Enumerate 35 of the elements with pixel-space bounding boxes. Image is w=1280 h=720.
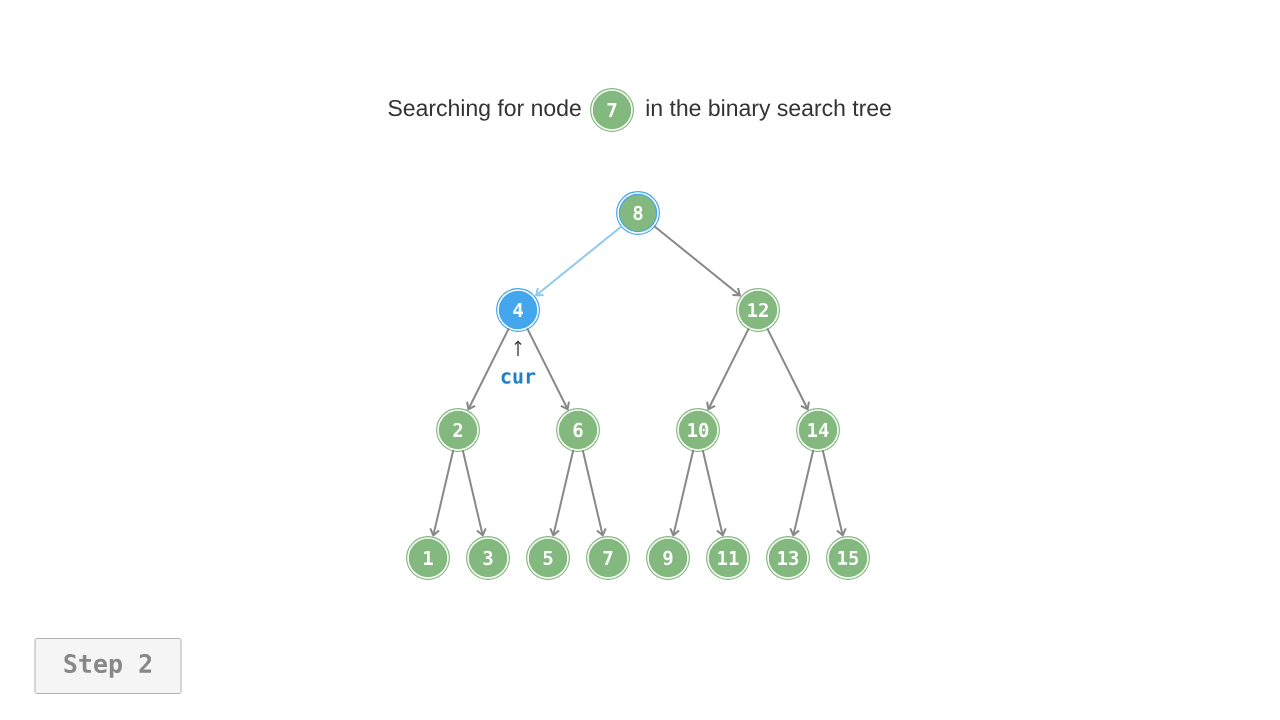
arrow — [461, 449, 487, 537]
tree-node: 11 — [706, 536, 750, 580]
tree-node: 2 — [436, 408, 480, 452]
arrow — [549, 449, 575, 537]
pointer-arrow — [514, 340, 522, 357]
arrow — [581, 449, 607, 537]
tree-node: 7 — [586, 536, 630, 580]
tree-node: 13 — [766, 536, 810, 580]
arrow — [766, 327, 810, 411]
tree-node: 7 — [590, 88, 634, 132]
arrow — [466, 327, 510, 411]
arrow — [669, 449, 695, 537]
title-text: in the binary search tree — [646, 99, 891, 121]
pointer-label: cur — [501, 372, 536, 384]
arrow — [653, 224, 742, 297]
arrow — [706, 327, 750, 411]
tree-node: 10 — [676, 408, 720, 452]
arrow — [526, 327, 570, 411]
tree-node: 9 — [646, 536, 690, 580]
step-box: Step 2 — [34, 638, 182, 694]
tree-node: 3 — [466, 536, 510, 580]
arrow — [789, 449, 815, 537]
tree-node: 5 — [526, 536, 570, 580]
tree-node: 6 — [556, 408, 600, 452]
tree-node: 15 — [826, 536, 870, 580]
arrow — [821, 449, 847, 537]
arrow — [701, 449, 727, 537]
tree-node: 12 — [736, 288, 780, 332]
tree-node: 14 — [796, 408, 840, 452]
arrow — [429, 449, 455, 537]
title-text: Searching for node — [388, 99, 581, 121]
visited-node: 8 — [616, 191, 660, 235]
current-node: 4 — [496, 288, 540, 332]
arrow — [534, 224, 623, 297]
tree-node: 1 — [406, 536, 450, 580]
